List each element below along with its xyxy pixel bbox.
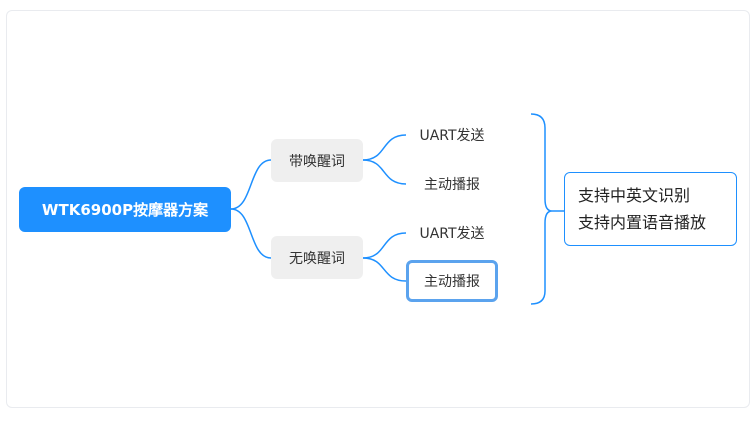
leaf-active-broadcast[interactable]: 主动播报	[424, 177, 480, 193]
branch-with-wake-word[interactable]: 带唤醒词	[271, 139, 363, 182]
branch-without-wake-word[interactable]: 无唤醒词	[271, 236, 363, 279]
leaf-uart-send[interactable]: UART发送	[419, 128, 485, 144]
summary-node[interactable]: 支持中英文识别 支持内置语音播放	[564, 172, 737, 246]
summary-line: 支持中英文识别	[578, 186, 691, 205]
root-node[interactable]: WTK6900P按摩器方案	[19, 187, 231, 232]
leaf-uart-send[interactable]: UART发送	[419, 226, 485, 242]
leaf-active-broadcast-selected[interactable]: 主动播报	[406, 260, 498, 302]
summary-line: 支持内置语音播放	[578, 213, 707, 232]
